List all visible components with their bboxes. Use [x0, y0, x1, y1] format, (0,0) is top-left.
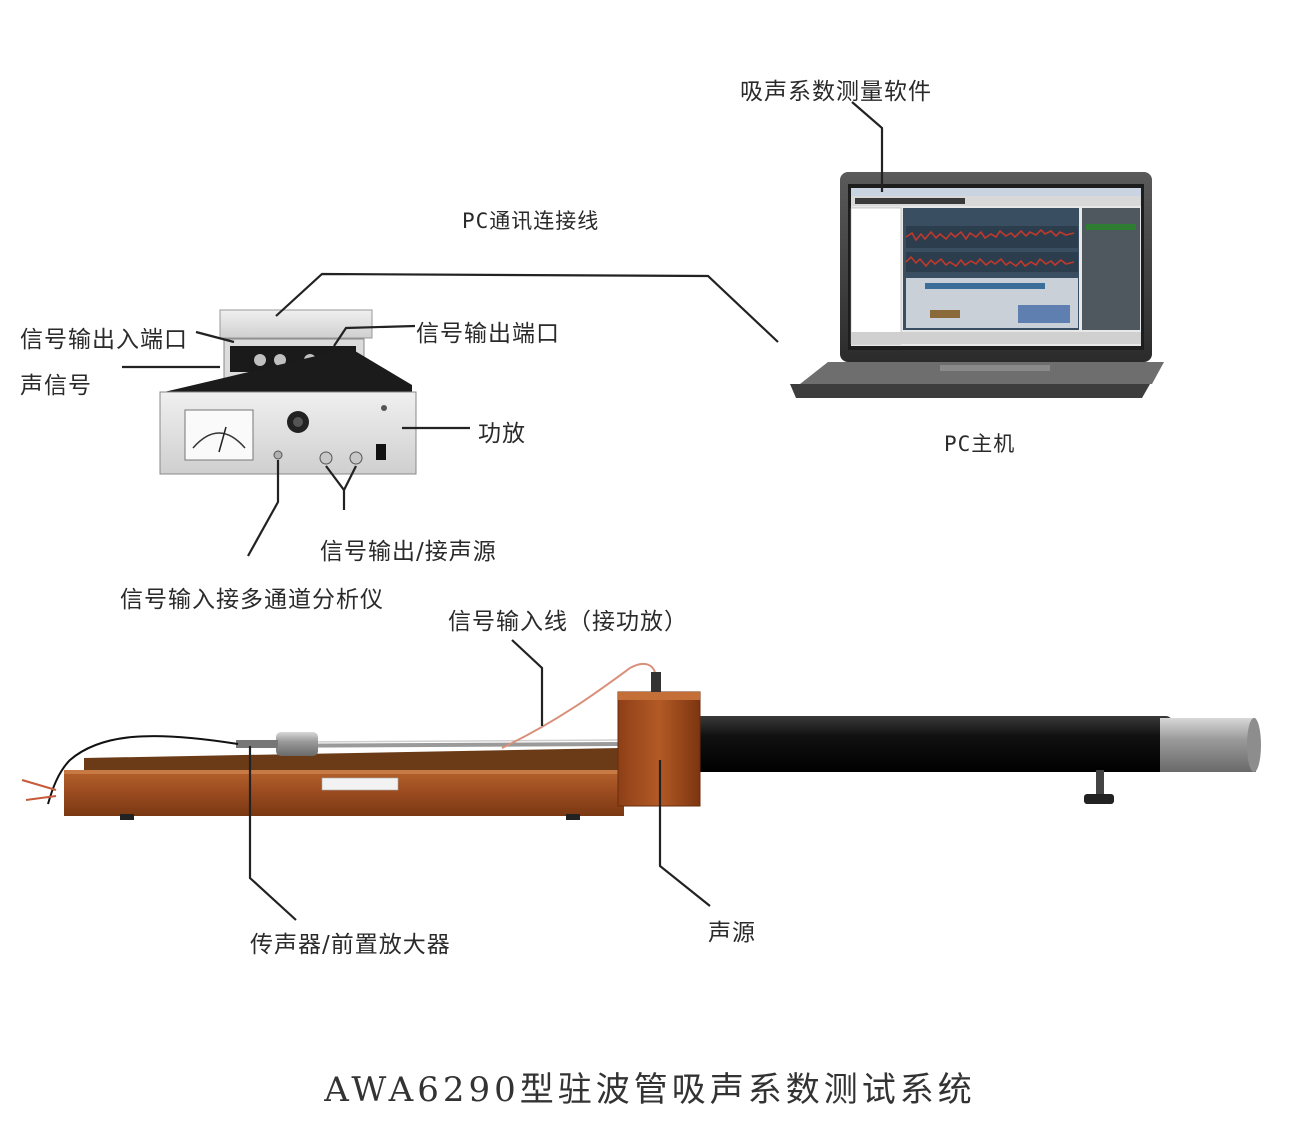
label-pc-cable: PC通讯连接线	[462, 209, 600, 233]
label-mic-preamp: 传声器/前置放大器	[250, 932, 451, 958]
amplifier	[159, 309, 417, 475]
label-io-port: 信号输出入端口	[20, 327, 188, 353]
label-acoustic-signal: 声信号	[20, 373, 92, 399]
label-output-port: 信号输出端口	[416, 321, 560, 347]
label-pc-host: PC主机	[944, 432, 1016, 456]
figure-caption: AWA6290型驻波管吸声系数测试系统	[324, 1070, 976, 1110]
label-input-line: 信号输入线（接功放）	[448, 609, 688, 635]
label-sound-source: 声源	[708, 920, 756, 946]
label-software: 吸声系数测量软件	[740, 79, 932, 105]
callout-lines	[122, 101, 884, 921]
software-screen	[850, 188, 1141, 346]
label-input-to-analyzer: 信号输入接多通道分析仪	[120, 587, 384, 613]
label-amplifier: 功放	[478, 421, 526, 447]
laptop	[790, 172, 1164, 398]
standing-wave-tube	[21, 662, 1261, 820]
label-output-to-source: 信号输出/接声源	[320, 539, 497, 565]
